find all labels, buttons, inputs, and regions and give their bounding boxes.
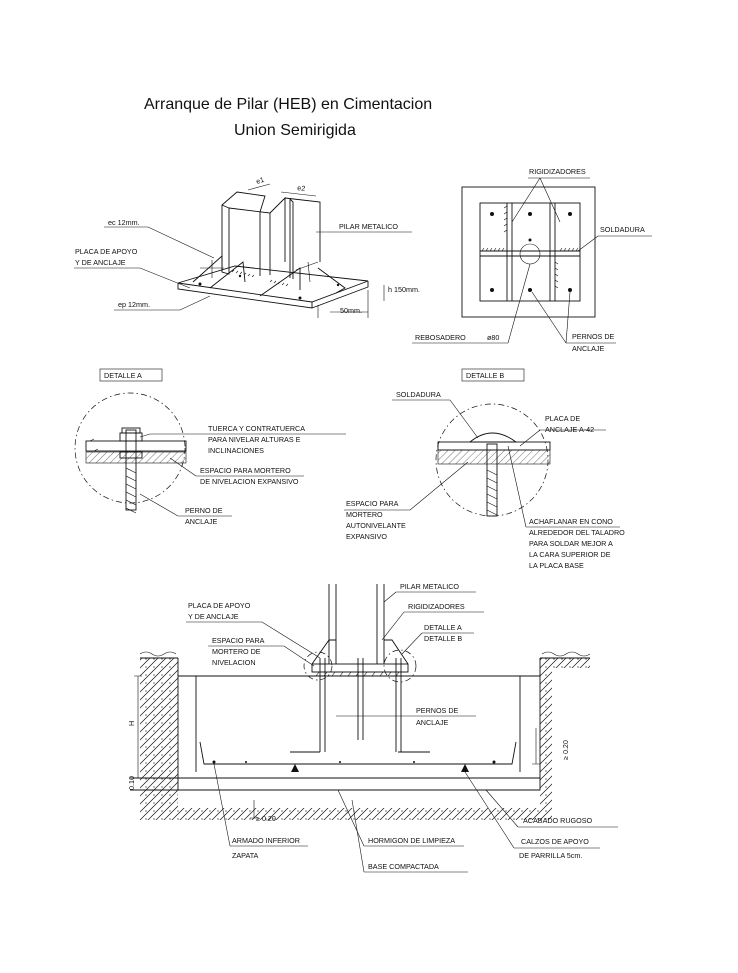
armado-label-2: ZAPATA — [232, 851, 259, 860]
base-compactada-label: BASE COMPACTADA — [368, 862, 439, 871]
dim-e1-label: e1 — [255, 175, 265, 186]
tuerca-label-3: INCLINACIONES — [208, 446, 264, 455]
detail-b: DETALLE B SOLDADURA PLACA DE ANCLAJE A-4… — [344, 368, 625, 570]
espacio-a-label-2: DE NIVELACION EXPANSIVO — [200, 477, 299, 486]
soldadura-b-label: SOLDADURA — [396, 390, 441, 399]
detail-a-tag-box — [99, 368, 163, 382]
iso-column-flange-right — [284, 197, 321, 278]
detail-b-tag-box — [461, 368, 525, 382]
rigidizadores-plan-label: RIGIDIZADORES — [529, 167, 586, 176]
pernos-plan-label-1: PERNOS DE — [572, 332, 615, 341]
espacio-b-label-2: MORTERO — [346, 510, 383, 519]
espacio-b-label-3: AUTONIVELANTE — [346, 521, 406, 530]
pernos-section-label-2: ANCLAJE — [416, 718, 449, 727]
ec-label: ec 12mm. — [108, 218, 140, 227]
iso-column-flange-left — [221, 204, 230, 275]
ge020-bottom-label: ≥ 0.20 — [256, 814, 276, 823]
pernos-plan-label-2: ANCLAJE — [572, 344, 605, 353]
espacio-section-label-3: NIVELACION — [212, 658, 256, 667]
anchor-bolt-left — [319, 658, 326, 752]
soldadura-plan-label: SOLDADURA — [600, 225, 645, 234]
detail-b-tag: DETALLE B — [466, 371, 504, 380]
anchor-bolt-right — [395, 658, 402, 752]
bottom-rebar — [199, 741, 517, 765]
rigidizadores-section-label: RIGIDIZADORES — [408, 602, 465, 611]
placa-section-label-1: PLACA DE APOYO — [188, 601, 251, 610]
section-view: H 0.10 ≥ 0.20 ≥ 0.20 PILAR METALICO PLAC… — [127, 582, 618, 873]
iso-stiffener — [192, 254, 223, 283]
achaflanar-label-1: ACHAFLANAR EN CONO — [529, 517, 613, 526]
d50-label: 50mm. — [340, 306, 362, 315]
tuerca-label-1: TUERCA Y CONTRATUERCA — [208, 424, 305, 433]
espacio-b-label-4: EXPANSIVO — [346, 532, 387, 541]
iso-column-web — [259, 196, 286, 276]
plan-base-plate — [479, 202, 581, 302]
anchor-bolt-mid — [357, 658, 364, 740]
h-dim-label: H — [127, 721, 136, 726]
armado-label-1: ARMADO INFERIOR — [232, 836, 300, 845]
plan-outer-plate — [461, 186, 596, 318]
dim-e2-label: e2 — [297, 183, 306, 193]
ep-label: ep 12mm. — [118, 300, 150, 309]
detail-a-circle — [74, 392, 186, 504]
det-a-section-label: DETALLE A — [424, 623, 462, 632]
pernos-section-label-1: PERNOS DE — [416, 706, 459, 715]
placa-apoyo-label: PLACA DE APOYO — [75, 247, 138, 256]
section-column — [328, 584, 385, 664]
tuerca-label-2: PARA NIVELAR ALTURAS E — [208, 435, 301, 444]
clean-concrete-layer — [130, 777, 540, 791]
pilar-metalico-label: PILAR METALICO — [339, 222, 398, 231]
placa-anclaje-label: Y DE ANCLAJE — [75, 258, 126, 267]
det-b-section-label: DETALLE B — [424, 634, 462, 643]
section-base-plate — [311, 663, 409, 673]
achaflanar-label-3: PARA SOLDAR MEJOR A — [529, 539, 613, 548]
rebosadero-circle — [519, 243, 541, 265]
espacio-a-label-1: ESPACIO PARA MORTERO — [200, 466, 291, 475]
espacio-section-label-1: ESPACIO PARA — [212, 636, 265, 645]
placa-b-label-1: PLACA DE — [545, 414, 580, 423]
hormigon-label: HORMIGON DE LIMPIEZA — [368, 836, 455, 845]
acabado-label: ACABADO RUGOSO — [523, 816, 593, 825]
drawing-title: Arranque de Pilar (HEB) en Cimentacion — [144, 96, 433, 113]
isometric-view: e1 e2 ec 12mm. PLACA DE APOYO Y DE ANCLA… — [74, 175, 420, 318]
perno-a-label-2: ANCLAJE — [185, 517, 218, 526]
detail-a: DETALLE A TUERCA Y CONTRATUERCA PARA NIV… — [74, 368, 346, 526]
detail-a-tag: DETALLE A — [104, 371, 142, 380]
diam80-label: ø80 — [487, 333, 499, 342]
drawing-subtitle: Union Semirigida — [234, 122, 356, 139]
placa-b-label-2: ANCLAJE A-42 — [545, 425, 594, 434]
h150-label: h 150mm. — [388, 285, 420, 294]
achaflanar-label-4: LA CARA SUPERIOR DE — [529, 550, 611, 559]
achaflanar-label-2: ALREDEDOR DEL TALADRO — [529, 528, 625, 537]
espacio-section-label-2: MORTERO DE — [212, 647, 261, 656]
h010-dim-label: 0.10 — [127, 776, 136, 790]
ge020-right-label: ≥ 0.20 — [561, 740, 570, 760]
pilar-section-label: PILAR METALICO — [400, 582, 459, 591]
perno-a-label-1: PERNO DE — [185, 506, 223, 515]
achaflanar-label-5: LA PLACA BASE — [529, 561, 584, 570]
plan-view: RIGIDIZADORES SOLDADURA REBOSADERO ø80 P… — [412, 167, 652, 353]
espacio-b-label-1: ESPACIO PARA — [346, 499, 399, 508]
calzos-label-2: DE PARRILLA 5cm. — [519, 851, 582, 860]
calzos-label-1: CALZOS DE APOYO — [521, 837, 589, 846]
placa-section-label-2: Y DE ANCLAJE — [188, 612, 239, 621]
rebosadero-label: REBOSADERO — [415, 333, 466, 342]
